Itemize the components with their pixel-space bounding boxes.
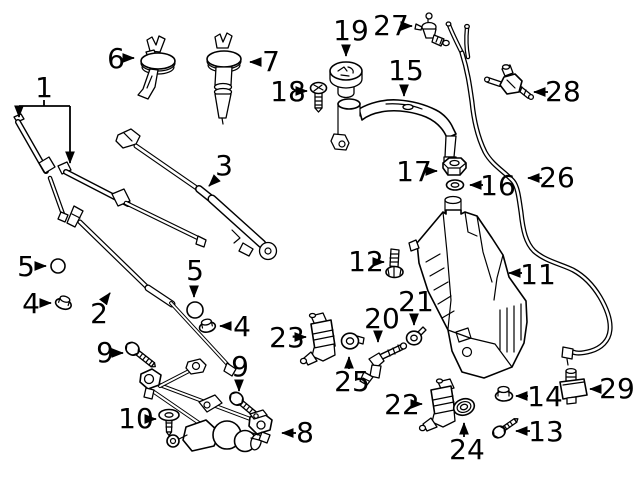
- wiper-linkage-motor-drawing: [139, 358, 273, 453]
- screw-13-drawing: [492, 418, 519, 439]
- callout-16-label[interactable]: 16: [480, 169, 516, 202]
- washer-hose-drawing: [445, 21, 613, 366]
- callout-2-arrow: [99, 292, 111, 306]
- grommet-21-drawing: [405, 326, 427, 346]
- reservoir-cap-drawing: [329, 61, 363, 99]
- callout-21[interactable]: 21: [398, 285, 434, 326]
- check-valve-drawing: [414, 12, 450, 47]
- bolt-9a-drawing: [124, 341, 156, 368]
- callout-2-label[interactable]: 2: [90, 297, 108, 330]
- callout-20[interactable]: 20: [364, 302, 400, 343]
- callout-15[interactable]: 15: [388, 54, 424, 97]
- wiper-blade-b-drawing: [57, 161, 207, 248]
- callout-8-label[interactable]: 8: [296, 416, 314, 449]
- nut-4a-drawing: [54, 295, 72, 311]
- callout-29[interactable]: 29: [589, 372, 635, 405]
- callout-10-label[interactable]: 10: [118, 402, 154, 435]
- callout-1-bracket: [19, 100, 70, 107]
- callout-6[interactable]: 6: [107, 42, 135, 75]
- callout-24[interactable]: 24: [449, 422, 485, 466]
- callout-3[interactable]: 3: [208, 149, 233, 187]
- grommet-5b-drawing: [186, 301, 204, 319]
- callout-18[interactable]: 18: [270, 75, 308, 108]
- callout-28[interactable]: 28: [533, 75, 581, 108]
- callout-7[interactable]: 7: [249, 45, 280, 78]
- callout-1-label[interactable]: 1: [35, 71, 53, 104]
- callout-5b[interactable]: 5: [186, 254, 204, 298]
- callout-13-label[interactable]: 13: [528, 415, 564, 448]
- callout-12[interactable]: 12: [348, 245, 385, 278]
- callout-26[interactable]: 26: [527, 161, 575, 194]
- washer-pump-23-drawing: [299, 312, 336, 366]
- callout-29-label[interactable]: 29: [599, 372, 635, 405]
- callout-3-arrow: [208, 174, 221, 187]
- callout-23[interactable]: 23: [269, 321, 307, 354]
- screw-18-drawing: [309, 81, 328, 113]
- callout-19-label[interactable]: 19: [333, 14, 369, 47]
- hose-connector-drawing: [483, 64, 535, 101]
- wiper-arm-3-drawing: [115, 128, 278, 261]
- callout-13[interactable]: 13: [515, 415, 564, 448]
- wiper-blade-a-drawing: [13, 113, 69, 223]
- callout-4a[interactable]: 4: [22, 287, 52, 320]
- callout-4a-label[interactable]: 4: [22, 287, 40, 320]
- nut-14-drawing: [494, 385, 514, 402]
- grommet-24-drawing: [452, 397, 476, 417]
- callout-27[interactable]: 27: [373, 9, 413, 42]
- callout-22-label[interactable]: 22: [384, 388, 420, 421]
- callout-20-label[interactable]: 20: [364, 302, 400, 335]
- callout-15-label[interactable]: 15: [388, 54, 424, 87]
- grommet-25-drawing: [340, 332, 365, 350]
- wiper-arm-2-drawing: [66, 205, 237, 377]
- callout-6-label[interactable]: 6: [107, 42, 125, 75]
- washer-reservoir-drawing: [408, 195, 528, 379]
- callout-21-label[interactable]: 21: [398, 285, 434, 318]
- washer-pump-22-drawing: [418, 378, 456, 432]
- callout-4b[interactable]: 4: [219, 310, 251, 343]
- callout-1[interactable]: 1: [14, 71, 75, 164]
- callout-17-label[interactable]: 17: [396, 155, 432, 188]
- callout-2[interactable]: 2: [90, 292, 111, 330]
- callout-14[interactable]: 14: [515, 380, 563, 413]
- callout-3-label[interactable]: 3: [215, 149, 233, 182]
- callout-9b-label[interactable]: 9: [231, 350, 249, 383]
- washer-nozzle-6-drawing: [137, 35, 176, 100]
- callout-17[interactable]: 17: [396, 155, 438, 188]
- nut-17-drawing: [442, 157, 467, 176]
- nut-4b-drawing: [198, 318, 217, 333]
- callout-11[interactable]: 11: [508, 258, 556, 291]
- callout-5a[interactable]: 5: [17, 250, 47, 283]
- callout-8[interactable]: 8: [281, 416, 314, 449]
- callout-10[interactable]: 10: [118, 402, 157, 435]
- callout-7-label[interactable]: 7: [262, 45, 280, 78]
- callout-25[interactable]: 25: [334, 356, 370, 398]
- level-sensor-drawing: [559, 367, 588, 405]
- callout-5b-label[interactable]: 5: [186, 254, 204, 287]
- callout-28-label[interactable]: 28: [545, 75, 581, 108]
- screw-10-drawing: [158, 408, 180, 437]
- callout-11-label[interactable]: 11: [520, 258, 556, 291]
- washer-nozzle-7-drawing: [206, 32, 242, 125]
- callout-19[interactable]: 19: [333, 14, 369, 57]
- filler-neck-drawing: [330, 98, 457, 169]
- callout-9a[interactable]: 9: [96, 336, 124, 369]
- hose-joint-drawing: [359, 342, 408, 386]
- callout-9b[interactable]: 9: [231, 350, 249, 392]
- callout-25-label[interactable]: 25: [334, 365, 370, 398]
- callout-16[interactable]: 16: [469, 169, 516, 202]
- callout-24-label[interactable]: 24: [449, 433, 485, 466]
- callout-5a-label[interactable]: 5: [17, 250, 35, 283]
- washer-16-drawing: [445, 179, 465, 191]
- screw-12-drawing: [385, 248, 404, 279]
- callout-4b-label[interactable]: 4: [233, 310, 251, 343]
- grommet-5a-drawing: [50, 258, 66, 274]
- callout-23-label[interactable]: 23: [269, 321, 305, 354]
- callout-14-label[interactable]: 14: [527, 380, 563, 413]
- callout-9a-label[interactable]: 9: [96, 336, 114, 369]
- callout-26-label[interactable]: 26: [539, 161, 575, 194]
- callout-22[interactable]: 22: [384, 388, 423, 421]
